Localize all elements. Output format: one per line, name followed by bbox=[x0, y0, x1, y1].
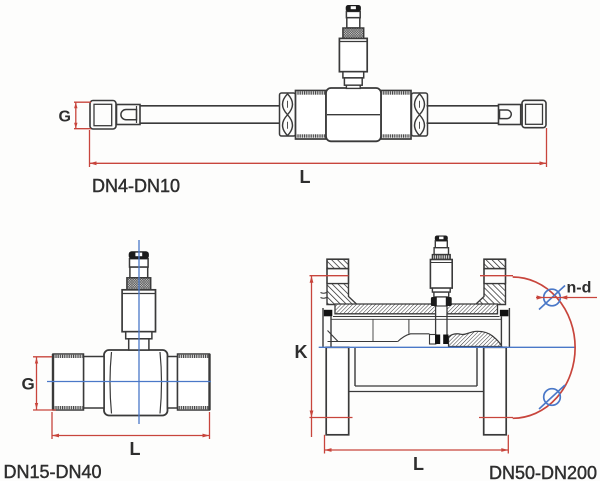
svg-text:L: L bbox=[130, 439, 141, 459]
svg-text:DN4-DN10: DN4-DN10 bbox=[92, 176, 180, 196]
svg-text:L: L bbox=[413, 454, 424, 474]
svg-text:n-d: n-d bbox=[567, 280, 592, 297]
svg-text:K: K bbox=[295, 342, 308, 362]
svg-text:L: L bbox=[300, 167, 311, 187]
svg-text:DN15-DN40: DN15-DN40 bbox=[4, 462, 102, 481]
svg-text:DN50-DN200: DN50-DN200 bbox=[489, 463, 597, 481]
svg-text:G: G bbox=[22, 375, 35, 394]
svg-text:G: G bbox=[59, 109, 71, 126]
